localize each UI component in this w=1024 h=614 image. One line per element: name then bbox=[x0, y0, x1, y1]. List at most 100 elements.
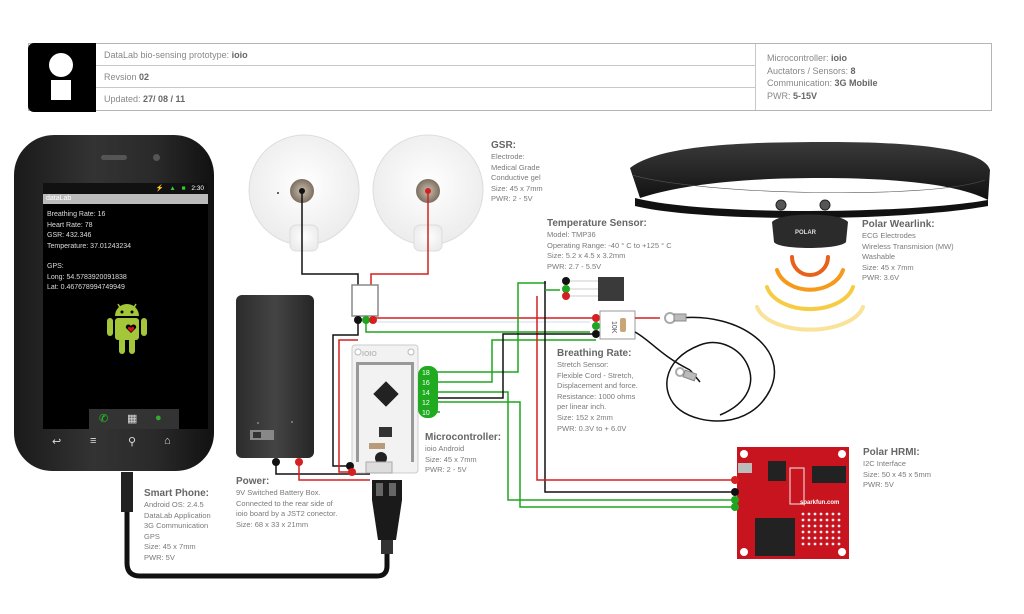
label-line: PWR: 5V bbox=[144, 552, 175, 562]
app-grid-icon[interactable]: ▦ bbox=[127, 413, 138, 425]
polar-transmitter: POLAR bbox=[772, 214, 848, 248]
proto-hole bbox=[813, 524, 817, 528]
polar-wearlink-strap bbox=[630, 142, 990, 218]
updated-value: 27/ 08 / 11 bbox=[143, 94, 186, 104]
search-key-icon[interactable]: ⚲ bbox=[128, 436, 137, 448]
project-title: DataLab bio-sensing prototype: ioio bbox=[96, 44, 755, 66]
temperature-sensor-label: Temperature Sensor: Model: TMP36 Operati… bbox=[547, 217, 672, 272]
label-line: Model: TMP36 bbox=[547, 230, 596, 239]
proto-hole bbox=[831, 518, 835, 522]
label-line: Medical Grade bbox=[491, 162, 540, 172]
battery-icon: ■ bbox=[181, 185, 186, 192]
power-label: Power: 9V Switched Battery Box. Connecte… bbox=[236, 475, 337, 530]
revision-label: Revsion bbox=[104, 72, 140, 82]
revision-value: 02 bbox=[139, 72, 150, 82]
spec-value: 5-15V bbox=[793, 90, 818, 101]
label-title: GSR: bbox=[491, 140, 516, 151]
phone-app-icon[interactable]: ✆ bbox=[99, 413, 109, 425]
label-line: PWR: 2.7 - 5.5V bbox=[547, 261, 602, 271]
gsr-electrode-right bbox=[372, 134, 484, 252]
cord-clip-bottom bbox=[675, 367, 698, 382]
label-line: Android OS: 2.4.5 bbox=[144, 500, 204, 509]
project-title-value: ioio bbox=[231, 50, 248, 60]
polar-wearlink-label: Polar Wearlink: ECG Electrodes Wireless … bbox=[862, 218, 954, 284]
sparkfun-brand: sparkfun.com bbox=[800, 500, 839, 506]
ioio-pin-label: 18 bbox=[422, 370, 430, 377]
browser-globe-icon[interactable]: ● bbox=[155, 412, 162, 424]
label-line: Resistance: 1000 ohms bbox=[557, 391, 636, 401]
spec-label: Auctators / Sensors: bbox=[767, 65, 851, 76]
label-title: Breathing Rate: bbox=[557, 348, 632, 359]
proto-hole bbox=[819, 536, 823, 540]
spec-microcontroller: Microcontroller: ioio bbox=[767, 52, 992, 65]
proto-hole bbox=[807, 542, 811, 546]
spec-value: 8 bbox=[850, 65, 856, 76]
gps-label: GPS: bbox=[47, 263, 64, 270]
android-heart-icon bbox=[107, 303, 147, 354]
wireless-signal-arc-4 bbox=[755, 305, 865, 332]
polar-hrmi-label: Polar HRMI: I2C Interface Size: 50 x 45 … bbox=[863, 446, 931, 491]
proto-hole bbox=[825, 542, 829, 546]
menu-key-icon[interactable]: ≡ bbox=[90, 435, 97, 447]
label-line: Size: 45 x 7mm bbox=[862, 262, 914, 272]
smart-phone-label: Smart Phone: Android OS: 2.4.5 DataLab A… bbox=[144, 487, 211, 564]
proto-hole bbox=[813, 512, 817, 516]
spec-label: Communication: bbox=[767, 78, 835, 88]
label-line: Conductive gel bbox=[491, 173, 541, 183]
label-line: PWR: 2 - 5V bbox=[425, 465, 467, 475]
proto-hole bbox=[831, 536, 835, 540]
wireless-signal-arc-1 bbox=[790, 255, 830, 277]
phone-speaker bbox=[101, 155, 127, 160]
label-line: PWR: 0.3V to + 6.0V bbox=[557, 423, 627, 433]
proto-hole bbox=[813, 530, 817, 534]
proto-hole bbox=[825, 512, 829, 516]
phone-camera bbox=[153, 154, 160, 161]
gsr-electrode-left bbox=[248, 134, 360, 252]
phone-soft-keys: ↩ ≡ ⚲ ⌂ bbox=[44, 435, 204, 453]
label-line: I2C Interface bbox=[863, 459, 906, 468]
proto-hole bbox=[837, 536, 841, 540]
proto-hole bbox=[837, 512, 841, 516]
label-line: Displacement and force. bbox=[557, 381, 638, 391]
specs-panel: Microcontroller: ioio Auctators / Sensor… bbox=[755, 44, 992, 110]
label-line: 9V Switched Battery Box. bbox=[236, 488, 321, 497]
label-line: Size: 152 x 2mm bbox=[557, 412, 613, 422]
label-line: GPS bbox=[144, 531, 160, 541]
spec-label: Microcontroller: bbox=[767, 53, 832, 63]
tmp36-sensor bbox=[598, 277, 624, 301]
label-line: Washable bbox=[862, 252, 896, 262]
back-key-icon[interactable]: ↩ bbox=[52, 436, 62, 448]
proto-hole bbox=[801, 524, 805, 528]
breathing-rate-label: Breathing Rate: Stretch Sensor: Flexible… bbox=[557, 347, 638, 434]
stretch-sensor-cord bbox=[634, 316, 776, 422]
proto-hole bbox=[819, 512, 823, 516]
label-title: Polar Wearlink: bbox=[862, 219, 935, 230]
logo-circle-icon bbox=[49, 53, 73, 77]
label-line: Operating Range: -40 ° C to +125 ° C bbox=[547, 240, 672, 250]
proto-hole bbox=[801, 542, 805, 546]
spec-communication: Communication: 3G Mobile bbox=[767, 77, 992, 90]
label-title: Smart Phone: bbox=[144, 488, 210, 499]
phone-status-bar: ⚡ ▲ ■ 2:30 bbox=[43, 183, 208, 194]
proto-hole bbox=[831, 524, 835, 528]
proto-hole bbox=[801, 530, 805, 534]
label-line: ioio board by a JST2 conector. bbox=[236, 509, 338, 519]
ioio-pin-label: 10 bbox=[422, 410, 430, 417]
label-line: Connected to the rear side of bbox=[236, 498, 333, 508]
label-title: Temperature Sensor: bbox=[547, 218, 647, 229]
proto-hole bbox=[837, 530, 841, 534]
label-line: ECG Electrodes bbox=[862, 231, 916, 240]
home-key-icon[interactable]: ⌂ bbox=[164, 435, 171, 447]
label-title: Power: bbox=[236, 476, 270, 487]
reading-breathing-rate: Breathing Rate: 16 bbox=[47, 211, 106, 218]
proto-hole bbox=[837, 518, 841, 522]
usb-status-icon: ⚡ bbox=[155, 185, 164, 192]
label-line: Flexible Cord - Stretch, bbox=[557, 370, 634, 380]
label-line: Electrode: bbox=[491, 152, 525, 161]
proto-hole bbox=[813, 518, 817, 522]
proto-hole bbox=[819, 524, 823, 528]
ioio-pin-label: 16 bbox=[422, 380, 430, 387]
label-line: DataLab Application bbox=[144, 510, 211, 520]
proto-hole bbox=[801, 512, 805, 516]
